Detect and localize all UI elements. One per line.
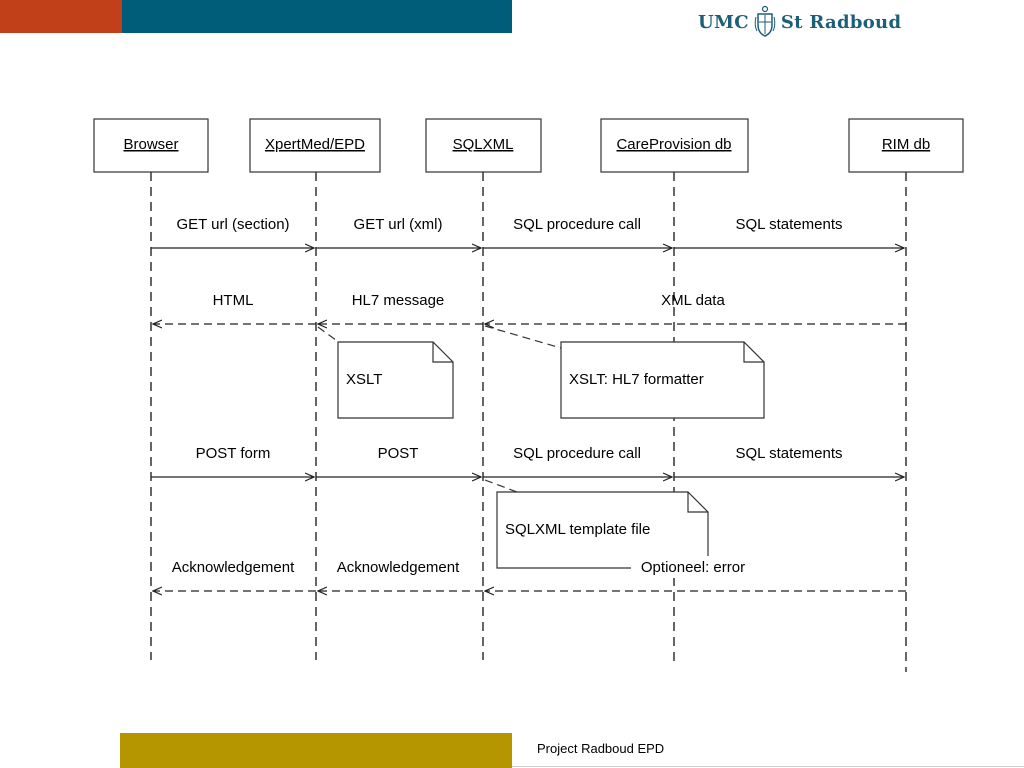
actor-sqlxml: SQLXML xyxy=(425,118,542,173)
shield-crest-icon xyxy=(754,5,776,37)
message-label: GET url (section) xyxy=(176,216,289,233)
message-post-form: POST form xyxy=(151,445,314,477)
footer-text: Project Radboud EPD xyxy=(537,741,665,756)
note-xslt: XSLT xyxy=(317,326,454,419)
message-get-section: GET url (section) xyxy=(151,216,314,248)
note-hl7-formatter: XSLT: HL7 formatter xyxy=(484,325,765,419)
message-label: SQL statements xyxy=(736,445,843,462)
header-bar-teal xyxy=(122,0,512,33)
actor-label: CareProvision db xyxy=(616,136,731,153)
message-label: SQL procedure call xyxy=(513,445,641,462)
message-hl7: HL7 message xyxy=(318,292,483,324)
message-sql-statements-1: SQL statements xyxy=(674,216,904,248)
message-sql-statements-2: SQL statements xyxy=(674,445,904,477)
footer-bar-gold xyxy=(120,733,512,768)
actor-label: XpertMed/EPD xyxy=(265,136,365,153)
message-label: Acknowledgement xyxy=(172,559,295,576)
actor-browser: Browser xyxy=(93,118,209,173)
actor-careprovision: CareProvision db xyxy=(600,118,749,173)
message-label: POST form xyxy=(196,445,271,462)
actor-label: SQLXML xyxy=(453,136,514,153)
logo: UMC St Radboud xyxy=(698,4,901,40)
message-ack-2: Acknowledgement xyxy=(318,559,483,591)
message-label: SQL statements xyxy=(736,216,843,233)
actor-label: Browser xyxy=(123,136,178,153)
logo-text-st-radboud: St Radboud xyxy=(780,11,902,33)
message-html: HTML xyxy=(153,292,316,324)
message-xml-data: XML data xyxy=(485,292,906,324)
message-label: Optioneel: error xyxy=(641,559,745,576)
message-label: POST xyxy=(378,445,419,462)
actor-xpertmed: XpertMed/EPD xyxy=(249,118,381,173)
actor-rim: RIM db xyxy=(848,118,964,173)
note-label: SQLXML template file xyxy=(505,521,650,538)
header-bar-orange xyxy=(0,0,122,33)
message-label: HL7 message xyxy=(352,292,445,309)
footer-rule xyxy=(512,766,1024,767)
sequence-diagram: Browser XpertMed/EPD SQLXML CareProvisio… xyxy=(93,118,964,672)
logo-text-umc: UMC xyxy=(698,11,749,33)
message-get-xml: GET url (xml) xyxy=(316,216,481,248)
message-sql-call-1: SQL procedure call xyxy=(483,216,672,248)
message-error: Optioneel: error xyxy=(485,556,906,591)
message-post: POST xyxy=(316,445,481,477)
message-label: Acknowledgement xyxy=(337,559,460,576)
note-label: XSLT xyxy=(346,371,382,388)
message-ack-1: Acknowledgement xyxy=(153,559,316,591)
note-label: XSLT: HL7 formatter xyxy=(569,371,704,388)
message-label: GET url (xml) xyxy=(354,216,443,233)
note-template: SQLXML template file xyxy=(484,479,709,569)
message-sql-call-2: SQL procedure call xyxy=(483,445,672,477)
message-label: SQL procedure call xyxy=(513,216,641,233)
message-label: XML data xyxy=(661,292,725,309)
actor-label: RIM db xyxy=(882,136,930,153)
message-label: HTML xyxy=(213,292,254,309)
